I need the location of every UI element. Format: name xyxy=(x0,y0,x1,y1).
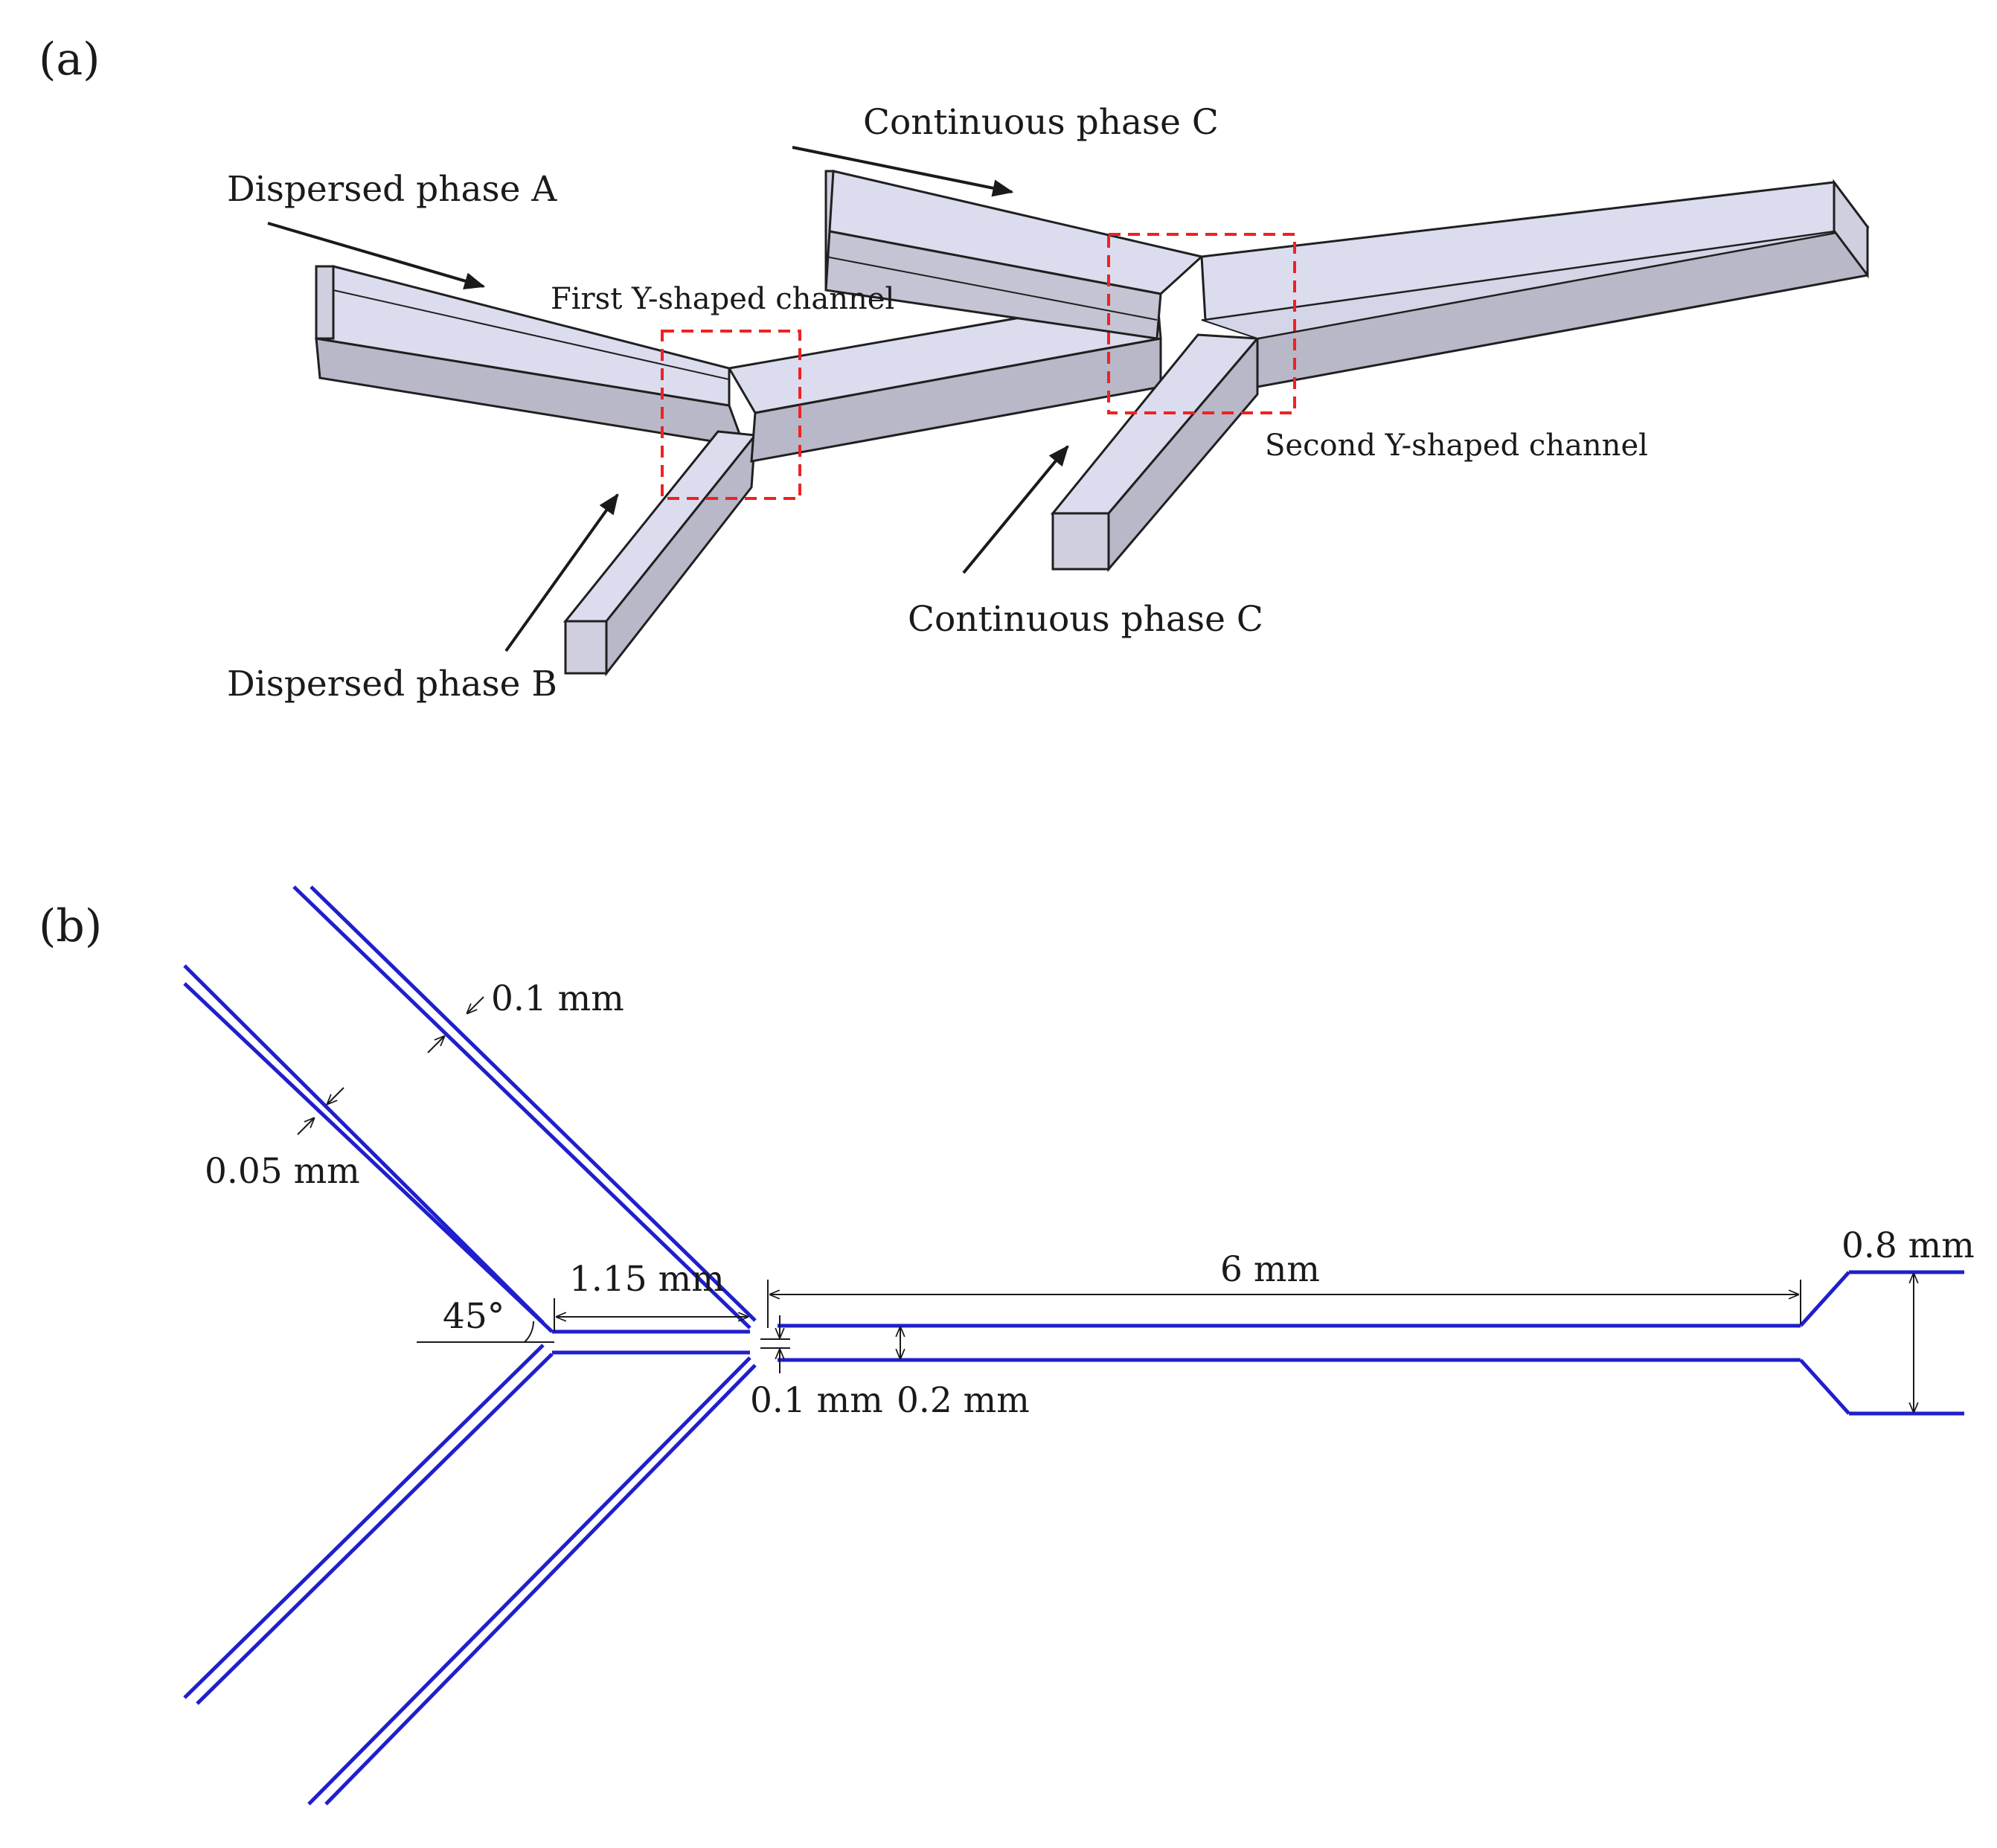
panel-b-2d-schematic: (b) xyxy=(39,885,1975,1806)
dim-gap-width: 0.1 mm xyxy=(750,1380,883,1421)
dim-outlet-width: 0.8 mm xyxy=(1841,1225,1975,1266)
dim-main-length: 6 mm xyxy=(1220,1249,1320,1290)
channel-outlet xyxy=(1200,179,1870,388)
label-dispersed-a: Dispersed phase A xyxy=(227,169,557,210)
channel-outline xyxy=(183,885,1964,1806)
second-junction-box xyxy=(1107,233,1296,414)
dimension-lines xyxy=(297,996,1914,1412)
arrow-dispersed-a xyxy=(267,222,486,289)
dim-inner-wall: 0.05 mm xyxy=(205,1151,360,1192)
channel-dispersed-a xyxy=(315,265,746,448)
dim-first-channel-length: 1.15 mm xyxy=(569,1259,725,1300)
label-first-junction: First Y-shaped channel xyxy=(551,282,894,316)
arrow-continuous-bottom xyxy=(962,445,1069,574)
panel-a-3d-model: (a) xyxy=(39,33,1870,705)
label-continuous-top: Continuous phase C xyxy=(863,102,1219,143)
dim-outer-wall: 0.1 mm xyxy=(491,978,624,1019)
channel-dispersed-b xyxy=(562,430,757,677)
dim-angle: 45° xyxy=(443,1296,504,1337)
label-dispersed-b: Dispersed phase B xyxy=(227,664,557,705)
label-second-junction: Second Y-shaped channel xyxy=(1265,429,1648,463)
arrow-continuous-top xyxy=(792,146,1014,197)
first-junction-box xyxy=(661,330,801,500)
panel-b-label: (b) xyxy=(39,900,102,952)
label-continuous-bottom: Continuous phase C xyxy=(908,599,1263,640)
panel-a-label: (a) xyxy=(39,33,100,86)
arrow-dispersed-b xyxy=(504,493,619,652)
dim-main-width: 0.2 mm xyxy=(897,1380,1030,1421)
